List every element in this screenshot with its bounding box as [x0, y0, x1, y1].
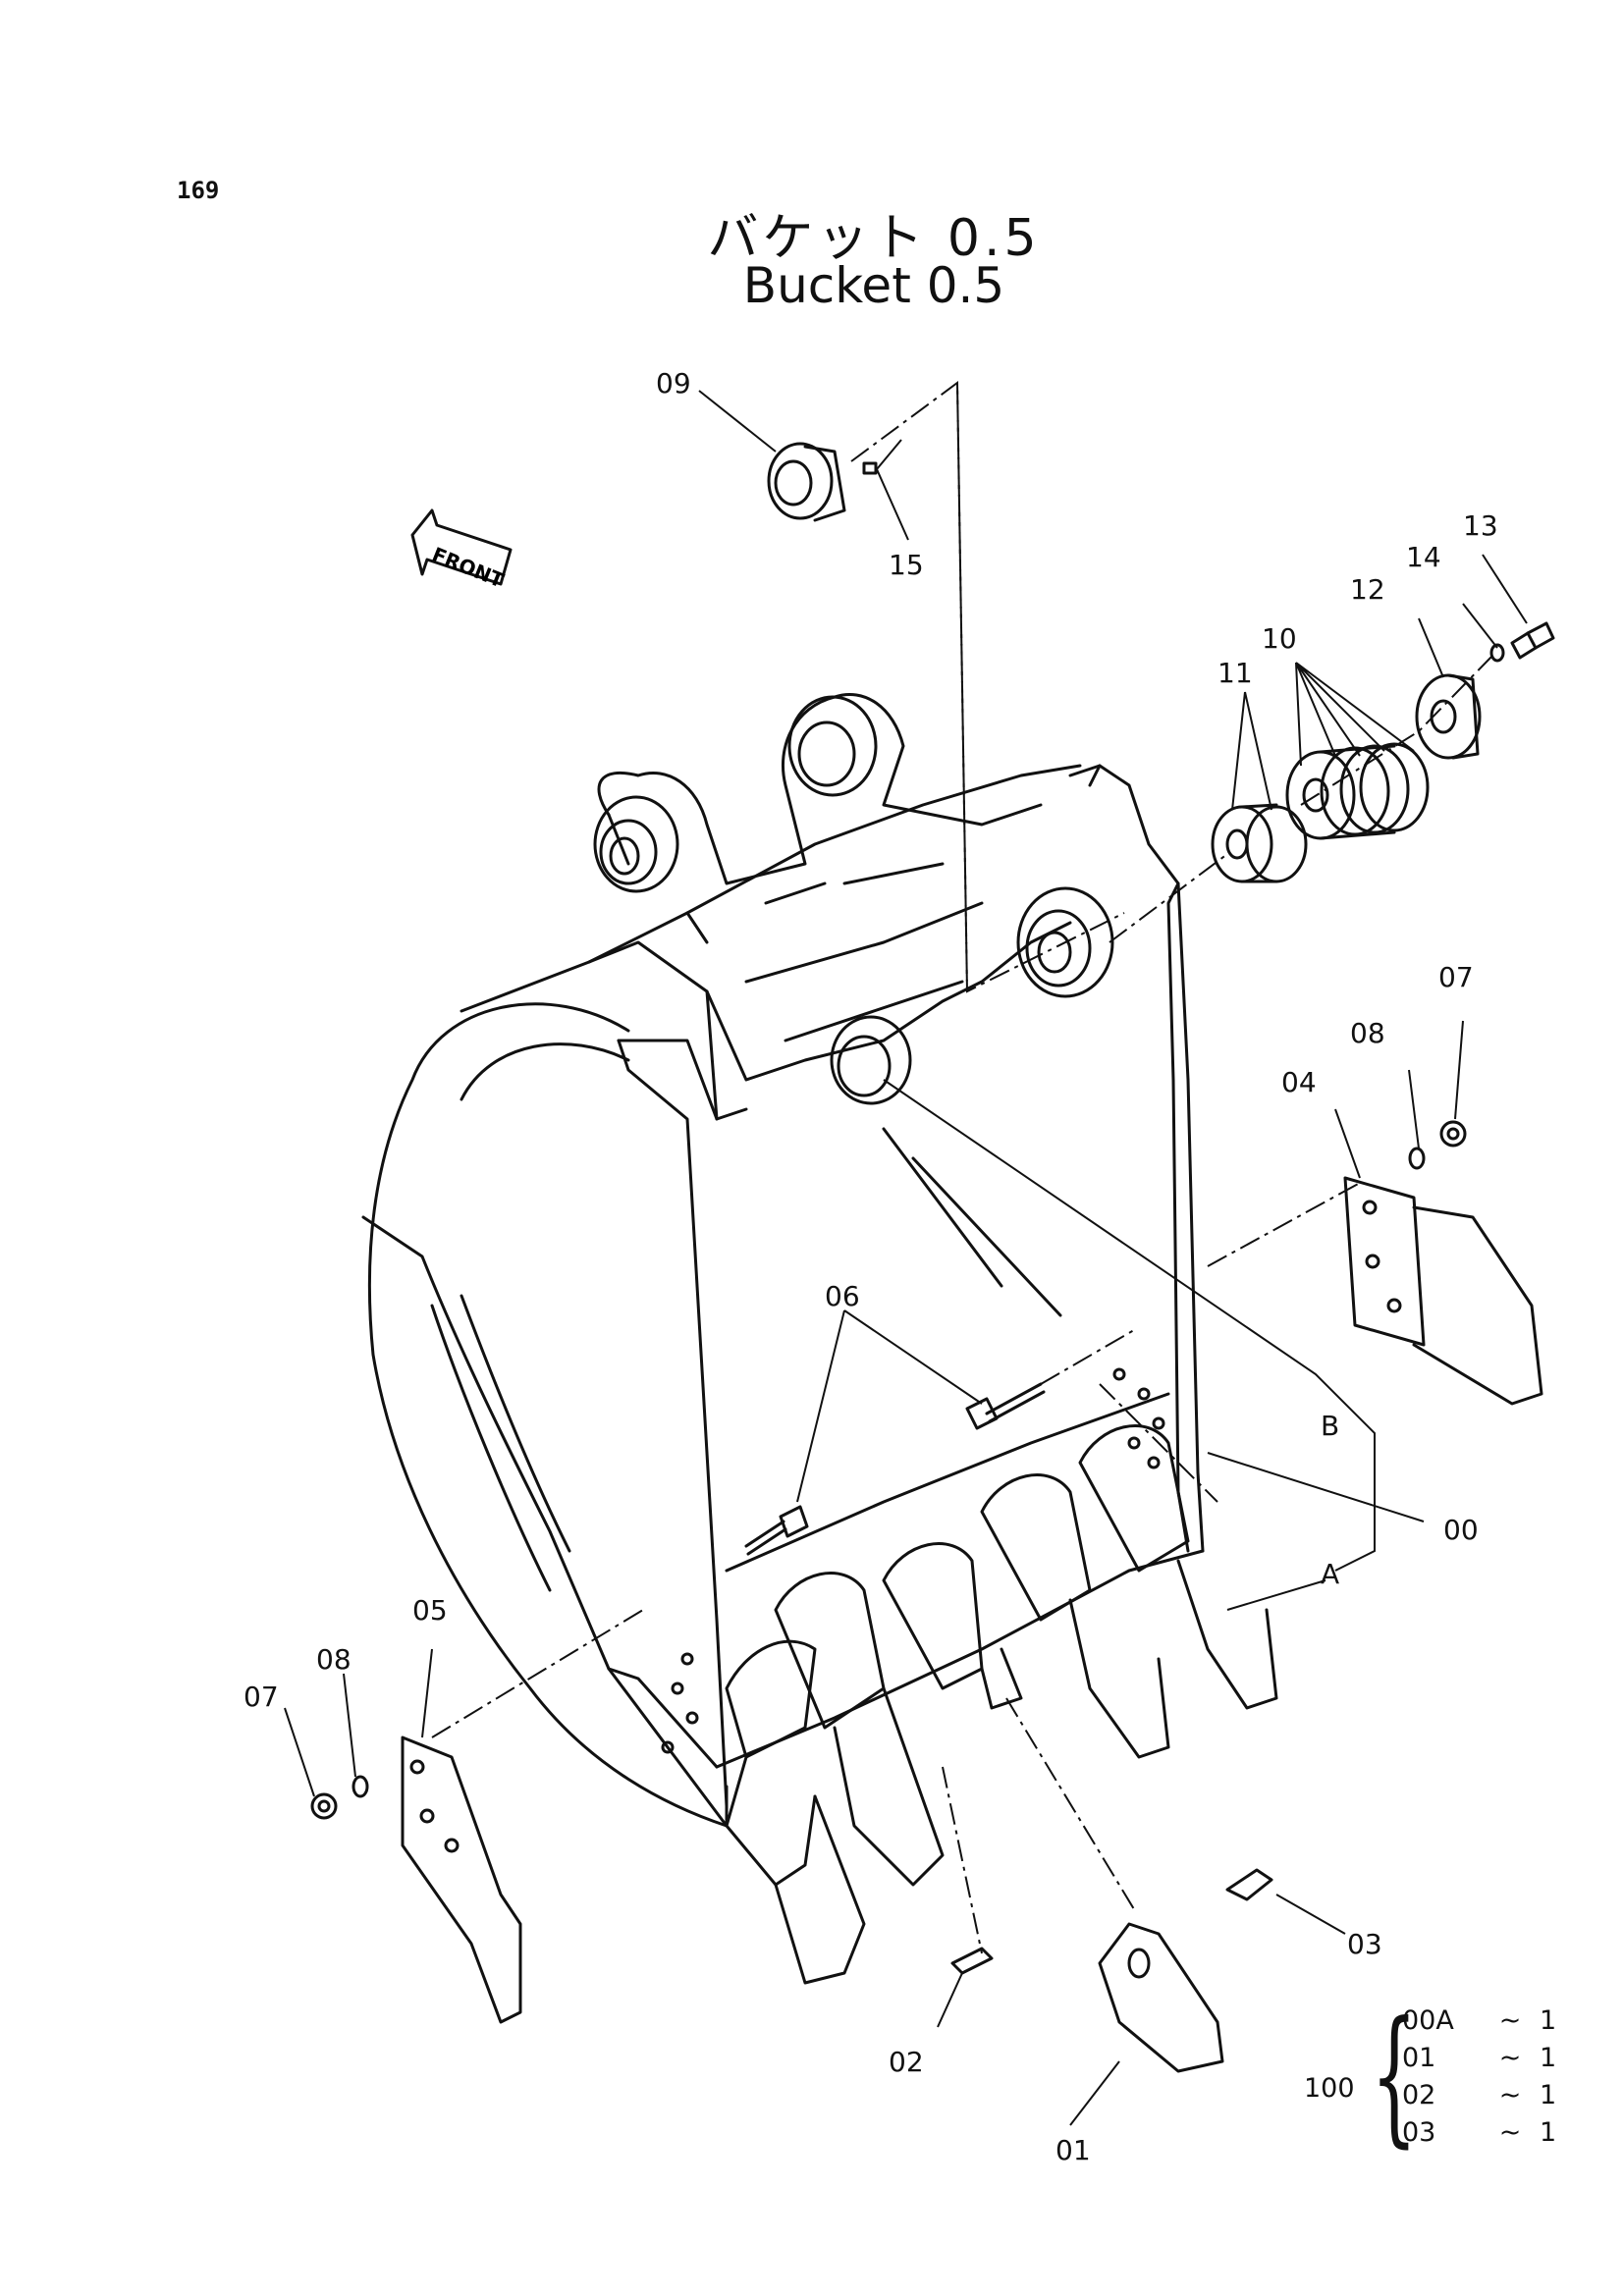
callout-01: 01 — [1055, 2134, 1091, 2166]
front-label: FRONT — [429, 542, 508, 592]
legend-tilde: ~ — [1498, 2005, 1522, 2036]
tooth-tip-01 — [1098, 1922, 1224, 2073]
callout-00: 00 — [1443, 1514, 1479, 1546]
legend-assembly-number: 100 — [1304, 2073, 1355, 2104]
centerline-B — [1099, 1383, 1218, 1503]
plate-12 — [1415, 673, 1482, 760]
legend-qty: 1 — [1540, 2117, 1557, 2148]
callout-06: 06 — [825, 1280, 860, 1312]
pin-boss-upper-left — [593, 795, 679, 893]
callout-04: 04 — [1281, 1066, 1317, 1098]
title-english: Bucket 0.5 — [742, 257, 1005, 314]
bucket-body — [361, 692, 1205, 1828]
pin-15 — [862, 461, 878, 475]
legend-code: 01 — [1402, 2043, 1436, 2073]
washer-08-left — [352, 1775, 369, 1798]
nut-07-right — [1439, 1120, 1467, 1148]
legend-code: 00A — [1402, 2005, 1454, 2036]
centerline-cutter-left — [431, 1609, 644, 1738]
callout-02: 02 — [889, 2046, 924, 2078]
legend-qty: 1 — [1540, 2005, 1557, 2036]
pin-boss-upper-right — [787, 695, 878, 797]
callout-10: 10 — [1262, 622, 1297, 655]
legend-row: 01 ~1 — [1402, 2040, 1569, 2077]
callout-05: 05 — [412, 1594, 448, 1627]
callout-03: 03 — [1347, 1928, 1382, 1960]
legend-rows: 00A ~1 01 ~1 02 ~1 03 ~1 — [1402, 2002, 1569, 2152]
pin-boss-lower-left — [830, 1015, 912, 1105]
callout-09: 09 — [656, 367, 691, 400]
callout-14: 14 — [1406, 541, 1441, 573]
nut-07-left — [310, 1792, 338, 1820]
legend-code: 03 — [1402, 2117, 1436, 2148]
legend-tilde: ~ — [1498, 2043, 1522, 2073]
title-japanese: バケット 0.5 — [707, 209, 1041, 268]
callout-08-right: 08 — [1350, 1017, 1385, 1049]
legend-row: 02 ~1 — [1402, 2077, 1569, 2114]
callout-11: 11 — [1217, 657, 1253, 689]
legend-brace: { — [1371, 1991, 1418, 2162]
callout-B: B — [1321, 1410, 1339, 1442]
callout-08-left: 08 — [316, 1643, 352, 1676]
callout-07-left: 07 — [243, 1681, 279, 1713]
callout-12: 12 — [1350, 573, 1385, 606]
front-arrow — [410, 508, 513, 586]
bolt-06-upper — [965, 1382, 1046, 1430]
shims-10 — [1285, 742, 1430, 840]
bucket-teeth — [725, 1424, 1278, 1985]
bolt-13 — [1510, 621, 1555, 660]
callout-A: A — [1321, 1558, 1339, 1590]
side-cutter-left — [401, 1735, 522, 2024]
callout-15: 15 — [889, 549, 924, 581]
washer-08-right — [1408, 1147, 1426, 1170]
centerline-cutter-right — [1207, 1182, 1361, 1267]
pin-boss-lower-right — [1016, 886, 1114, 998]
legend-qty: 1 — [1540, 2043, 1557, 2073]
legend-row: 03 ~1 — [1402, 2114, 1569, 2152]
callout-07-right: 07 — [1438, 961, 1474, 993]
page-number: 169 — [177, 177, 220, 204]
side-cutter-right — [1343, 1176, 1543, 1406]
legend-code: 02 — [1402, 2080, 1436, 2110]
lock-03 — [1225, 1868, 1273, 1901]
legend-row: 00A ~1 — [1402, 2002, 1569, 2040]
pin-09 — [767, 442, 846, 522]
centerline-shims — [1109, 853, 1228, 943]
legend-qty: 1 — [1540, 2080, 1557, 2110]
legend-tilde: ~ — [1498, 2117, 1522, 2148]
washer-14 — [1489, 643, 1505, 663]
legend-tilde: ~ — [1498, 2080, 1522, 2110]
pin-02 — [950, 1947, 994, 1975]
bolt-06-lower — [744, 1505, 809, 1556]
callout-13: 13 — [1463, 509, 1498, 542]
